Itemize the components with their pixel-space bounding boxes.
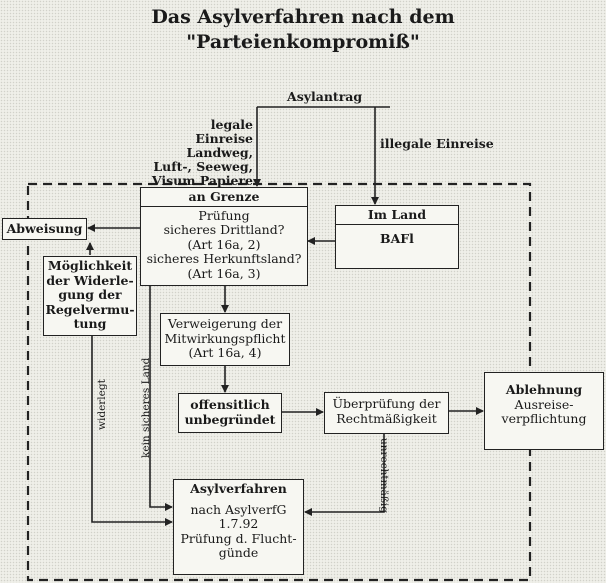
bafl-text: BAFl (380, 230, 414, 246)
box-ueberpruefung: Überprüfung der Rechtmäßigkeit (324, 392, 449, 434)
ablehnung-line-2: Ausreise- (514, 396, 574, 412)
legale-einreise-label: legale Einreise Landweg, Luft-, Seeweg, … (150, 118, 253, 188)
asylverfahren-line-3: Prüfung d. Flucht- (180, 530, 297, 546)
pruefung-line-4: sicheres Herkunftsland? (146, 251, 302, 266)
pruefung-text: Prüfung sicheres Drittland? (Art 16a, 2)… (141, 207, 307, 282)
unrechtmaessig-arrow (304, 434, 385, 516)
box-asylverfahren: Asylverfahren nach AsylverfG 1.7.92 Prüf… (173, 479, 304, 575)
widerlegung-line-2: der Widerle- (46, 272, 134, 288)
asylverfahren-header: Asylverfahren (190, 481, 287, 496)
box-verweigerung: Verweigerung der Mitwirkungspflicht (Art… (160, 313, 290, 366)
box-widerlegung: Möglichkeit der Widerle- gung der Regelv… (43, 256, 137, 336)
im-land-header: Im Land (336, 206, 458, 225)
ablehnung-line-1: Ablehnung (505, 382, 583, 397)
box-im-land: Im Land BAFl (335, 205, 459, 269)
diagram-title-line-1: Das Asylverfahren nach dem (151, 6, 455, 28)
verweigerung-line-2: Mitwirkungspflicht (164, 330, 286, 346)
asylverfahren-line-1: nach AsylverfG (190, 501, 287, 517)
legale-einreise-line-1: legale Einreise (195, 117, 253, 146)
widerlegt-label: widerlegt (96, 379, 108, 430)
asylverfahren-line-2: 1.7.92 (218, 516, 259, 531)
widerlegung-line-3: gung der (58, 287, 122, 302)
asylverfahren-line-4: günde (218, 545, 259, 560)
an-grenze-header: an Grenze (141, 188, 307, 207)
ueberpruefung-line-1: Überprüfung der (332, 396, 441, 411)
unrechtmaessig-label: unrechtmäßig (378, 438, 390, 513)
pruefung-line-3: (Art 16a, 2) (187, 236, 261, 252)
box-offensichtlich-unbegruendet: offensitlich unbegründet (178, 393, 282, 433)
legale-einreise-line-4: Visum Papiere (151, 173, 253, 188)
widerlegung-line-4: Regelvermu- (45, 301, 135, 317)
offensichtlich-line-1: offensitlich (190, 397, 270, 412)
illegale-einreise-label: illegale Einreise (380, 136, 494, 151)
verweigerung-line-1: Verweigerung der (167, 316, 283, 331)
box-abweisung: Abweisung (2, 218, 87, 240)
asylantrag-label: Asylantrag (287, 89, 363, 104)
pruefung-line-1: Prüfung (198, 207, 250, 223)
widerlegung-line-1: Möglichkeit (47, 258, 133, 273)
pruefung-line-5: (Art 16a, 3) (187, 265, 261, 281)
legale-einreise-line-3: Luft-, Seeweg, (153, 159, 253, 174)
procedure-frame (26, 182, 532, 582)
diagram-title-line-2: "Parteienkompromiß" (186, 31, 420, 53)
verweigerung-line-3: (Art 16a, 4) (188, 345, 262, 360)
box-ablehnung: Ablehnung Ausreise- verpflichtung (484, 372, 604, 450)
kein-sicheres-land-label: kein sicheres Land (140, 357, 152, 458)
legale-einreise-line-2: Landweg, (186, 145, 253, 160)
ueberpruefung-line-2: Rechtmäßigkeit (336, 410, 437, 426)
ablehnung-line-3: verpflichtung (501, 411, 587, 426)
box-an-grenze: an Grenze Prüfung sicheres Drittland? (A… (140, 187, 308, 286)
pruefung-line-2: sicheres Drittland? (163, 222, 285, 237)
widerlegt-arrow (91, 336, 173, 526)
offensichtlich-line-2: unbegründet (184, 411, 276, 427)
widerlegung-line-5: tung (73, 316, 107, 331)
